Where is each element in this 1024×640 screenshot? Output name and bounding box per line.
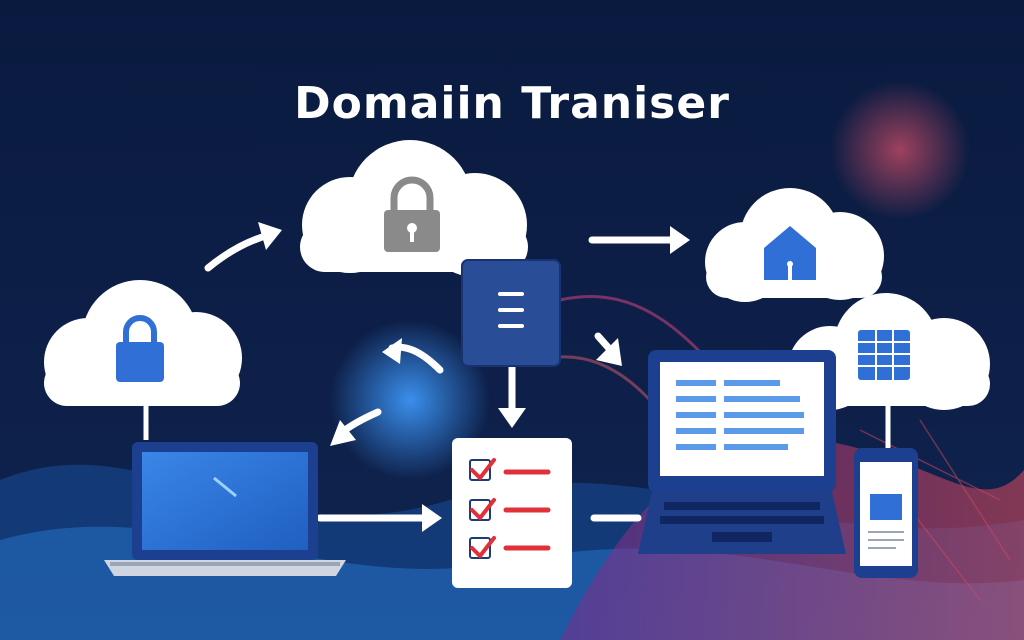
home-icon [764, 226, 816, 280]
connector-line [143, 398, 891, 450]
checklist-icon [452, 438, 572, 588]
background-glow [830, 80, 970, 220]
lock-icon [384, 176, 440, 252]
phone-icon [854, 448, 918, 578]
cloud-top-center [300, 140, 528, 277]
arrow-head [258, 222, 690, 532]
page-title: Domaiin Traniser [294, 78, 730, 129]
spreadsheet-icon [858, 330, 910, 380]
server-icon [461, 259, 561, 367]
background-glow [330, 320, 490, 480]
lock-icon [116, 315, 164, 382]
cloud-left [44, 280, 242, 406]
laptop-icon [638, 350, 846, 554]
laptop-icon [104, 442, 346, 576]
